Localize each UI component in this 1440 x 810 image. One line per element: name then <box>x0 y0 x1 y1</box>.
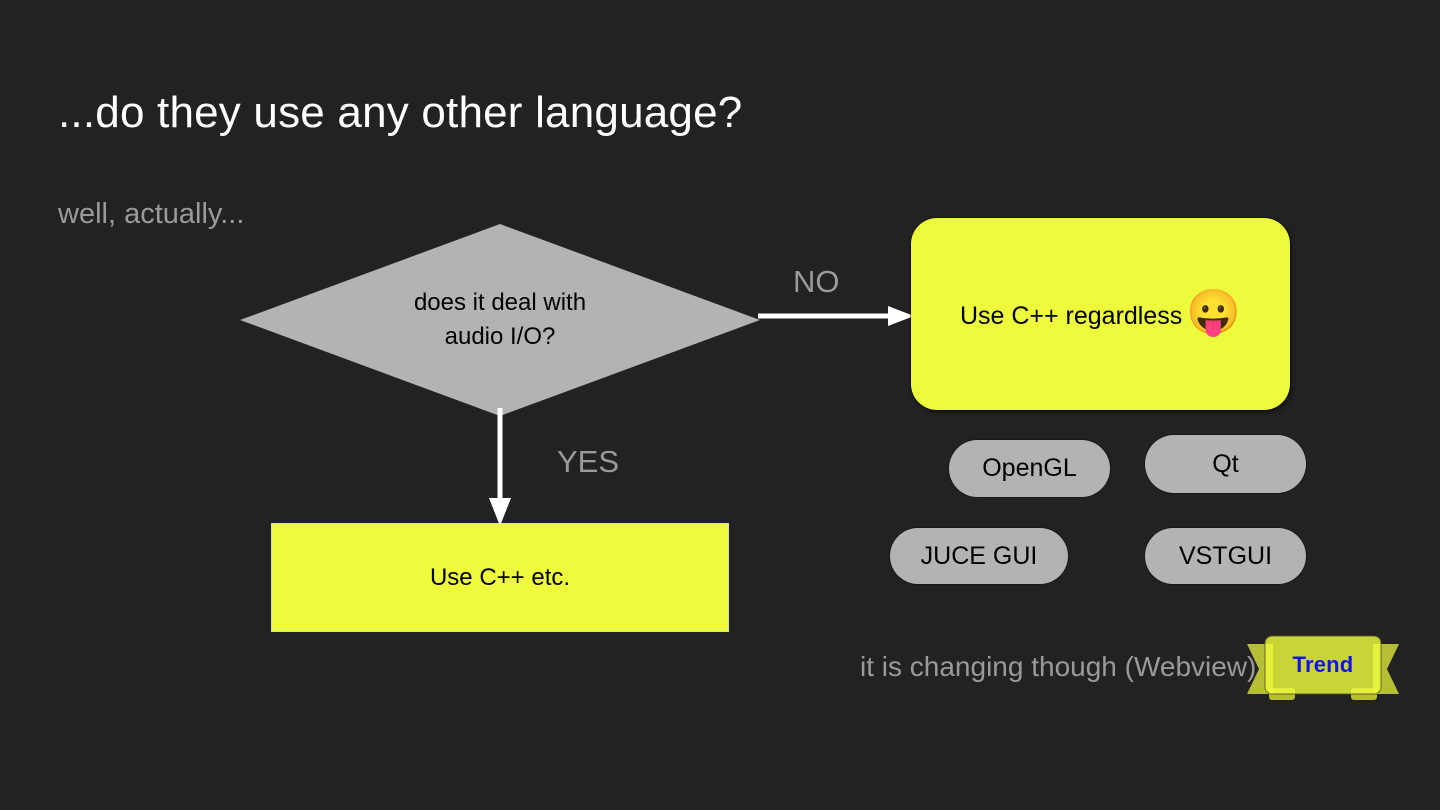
trend-ribbon-label: Trend <box>1292 652 1354 677</box>
outcome-node-use-cpp-regardless: Use C++ regardless 😛 <box>911 218 1290 410</box>
toolkit-pill-qt: Qt <box>1145 435 1306 493</box>
slide-subtitle: well, actually... <box>58 198 245 230</box>
arrow-down-yes <box>487 408 513 526</box>
trend-ribbon-badge: Trend <box>1247 632 1399 710</box>
edge-label-no: NO <box>793 264 840 299</box>
diamond-shape <box>240 224 760 416</box>
footnote-text: it is changing though (Webview) <box>860 651 1257 682</box>
page-title: ...do they use any other language? <box>58 88 743 137</box>
outcome-node-label: Use C++ etc. <box>429 563 571 591</box>
outcome-node-label: Use C++ regardless <box>959 301 1183 330</box>
toolkit-pill-vstgui: VSTGUI <box>1145 528 1306 584</box>
outcome-node-content: Use C++ regardless 😛 <box>959 288 1242 338</box>
toolkit-pill-juce-gui: JUCE GUI <box>890 528 1068 584</box>
toolkit-pill-opengl: OpenGL <box>949 440 1110 497</box>
edge-label-yes: YES <box>557 444 620 479</box>
decision-node-audio-io: does it deal with audio I/O? <box>240 224 760 416</box>
face-with-tongue-emoji: 😛 <box>1186 288 1242 337</box>
outcome-node-use-cpp-etc: Use C++ etc. <box>271 523 729 632</box>
arrow-right-no <box>758 305 914 327</box>
